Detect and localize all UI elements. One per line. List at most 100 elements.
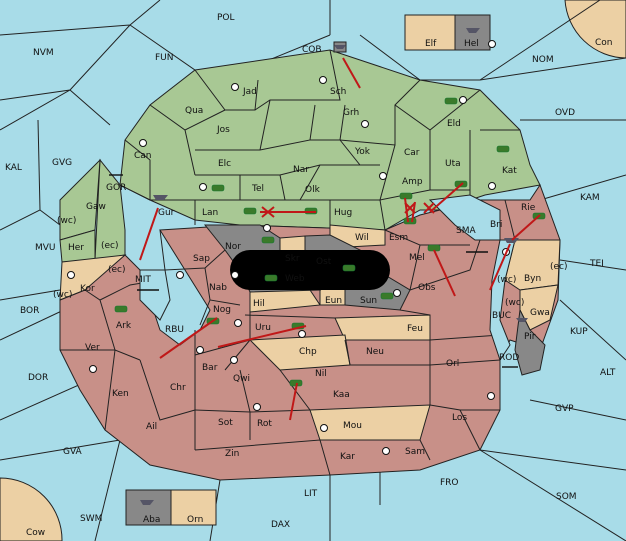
army-unit bbox=[342, 264, 356, 272]
supply-center bbox=[263, 224, 271, 232]
label-Hil: Hil bbox=[253, 299, 265, 309]
label-Kar: Kar bbox=[340, 452, 355, 462]
label-Elc: Elc bbox=[218, 159, 231, 169]
supply-center bbox=[253, 403, 261, 411]
label-SWM: SWM bbox=[80, 514, 102, 524]
label-Byn: Byn bbox=[524, 274, 541, 284]
label-RBU: RBU bbox=[165, 325, 184, 335]
supply-center bbox=[379, 172, 387, 180]
label-Nog: Nog bbox=[213, 305, 231, 315]
label-Kat: Kat bbox=[502, 166, 517, 176]
label-Cow: Cow bbox=[26, 528, 45, 538]
label-Web: Web bbox=[285, 274, 305, 284]
territory-Mou[interactable] bbox=[309, 404, 431, 441]
label-BOR: BOR bbox=[20, 306, 39, 316]
label-Con: Con bbox=[595, 38, 613, 48]
label-Nab: Nab bbox=[209, 283, 227, 293]
label-LIT: LIT bbox=[304, 489, 318, 499]
territory-Cow[interactable] bbox=[0, 477, 63, 541]
label-Zin: Zin bbox=[225, 449, 239, 459]
coast-tag: (ec) bbox=[108, 265, 126, 275]
label-Qua: Qua bbox=[185, 106, 203, 116]
label-Ail: Ail bbox=[146, 422, 157, 432]
sea-BUC[interactable] bbox=[489, 239, 516, 362]
supply-center bbox=[176, 271, 184, 279]
inland-lake bbox=[230, 250, 390, 290]
label-Skr: Skr bbox=[285, 254, 300, 264]
label-Ken: Ken bbox=[112, 389, 129, 399]
label-Amp: Amp bbox=[402, 177, 423, 187]
army-unit bbox=[211, 184, 225, 192]
label-Tel: Tel bbox=[251, 184, 264, 194]
red-borders bbox=[59, 199, 516, 476]
label-Elf: Elf bbox=[425, 39, 437, 49]
supply-center bbox=[139, 139, 147, 147]
fleet-unit bbox=[334, 45, 346, 49]
coast-tag: (ec) bbox=[101, 241, 119, 251]
label-Sch: Sch bbox=[330, 87, 346, 97]
supply-center bbox=[234, 319, 242, 327]
supply-center bbox=[67, 271, 75, 279]
label-Lan: Lan bbox=[202, 208, 218, 218]
order-arrows bbox=[139, 57, 541, 421]
label-OVD: OVD bbox=[555, 108, 575, 118]
label-Esm: Esm bbox=[389, 233, 408, 243]
label-Feu: Feu bbox=[407, 324, 423, 334]
label-ALT: ALT bbox=[600, 368, 616, 378]
sea-MIT[interactable] bbox=[139, 269, 171, 321]
territory-Orn[interactable] bbox=[170, 489, 217, 526]
label-Uta: Uta bbox=[445, 159, 461, 169]
label-DAX: DAX bbox=[271, 520, 290, 530]
label-Orn: Orn bbox=[187, 515, 203, 525]
fleet-units bbox=[140, 28, 528, 505]
label-Mel: Mel bbox=[409, 253, 425, 263]
fleet-unit bbox=[516, 318, 528, 322]
label-NVM: NVM bbox=[33, 48, 54, 58]
label-NOM: NOM bbox=[532, 55, 554, 65]
territory-Aba[interactable] bbox=[125, 489, 172, 526]
label-Gaw: Gaw bbox=[86, 202, 106, 212]
label-Sap: Sap bbox=[193, 254, 210, 264]
supply-center bbox=[459, 96, 467, 104]
label-Ost: Ost bbox=[316, 257, 332, 267]
labels: POL FUN COB NVM NOM OVD KAL GVG GOR KAM … bbox=[5, 13, 616, 538]
coast-tag: (wc) bbox=[53, 290, 72, 300]
label-Jad: Jad bbox=[242, 87, 257, 97]
label-Pir: Pir bbox=[524, 332, 536, 342]
army-unit bbox=[264, 274, 278, 282]
label-Mou: Mou bbox=[343, 421, 362, 431]
label-Kor: Kor bbox=[80, 284, 95, 294]
label-Los: Los bbox=[452, 413, 467, 423]
army-unit bbox=[496, 145, 510, 153]
territory-Elf[interactable] bbox=[404, 14, 456, 51]
territory-Gwa[interactable] bbox=[519, 284, 559, 331]
label-Chr: Chr bbox=[170, 383, 186, 393]
army-unit bbox=[403, 217, 417, 225]
supply-center bbox=[320, 424, 328, 432]
supply-center bbox=[231, 83, 239, 91]
label-Her: Her bbox=[68, 243, 84, 253]
fleet-unit bbox=[466, 28, 480, 33]
label-SOM: SOM bbox=[556, 492, 577, 502]
supply-center bbox=[487, 392, 495, 400]
label-Grh: Grh bbox=[343, 108, 359, 118]
label-Gur: Gur bbox=[158, 208, 175, 218]
label-Eun: Eun bbox=[325, 296, 342, 306]
supply-center bbox=[488, 182, 496, 190]
supply-center bbox=[319, 76, 327, 84]
label-Kaa: Kaa bbox=[333, 390, 350, 400]
label-Car: Car bbox=[404, 148, 420, 158]
label-MVU: MVU bbox=[35, 243, 56, 253]
label-Nar: Nar bbox=[293, 165, 309, 175]
label-Can: Can bbox=[134, 151, 152, 161]
label-GOR: GOR bbox=[106, 183, 126, 193]
label-Sun: Sun bbox=[360, 296, 377, 306]
coast-tag: (ec) bbox=[550, 262, 568, 272]
label-ROD: ROD bbox=[499, 353, 519, 363]
label-Ver: Ver bbox=[85, 343, 100, 353]
territory-Gaw[interactable] bbox=[94, 158, 126, 261]
label-GVG: GVG bbox=[52, 158, 72, 168]
territory-Pir[interactable] bbox=[514, 308, 546, 376]
